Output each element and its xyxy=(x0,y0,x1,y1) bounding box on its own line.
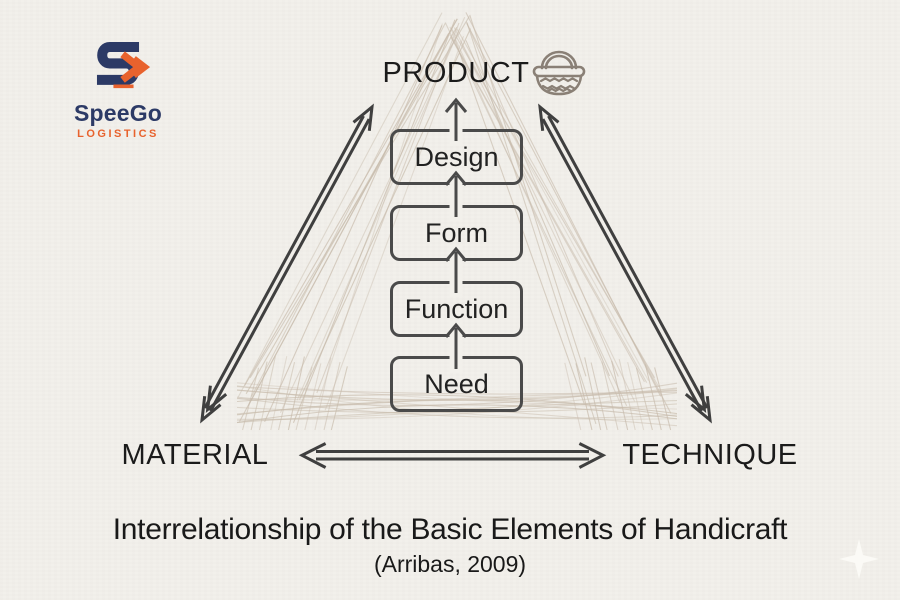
logo-name: SpeeGo xyxy=(73,100,163,126)
logo-tagline: LOGISTICS xyxy=(77,128,159,140)
form-box: Form xyxy=(390,205,523,261)
product-technique-arrow xyxy=(538,103,712,424)
logo-mark-icon xyxy=(96,41,150,89)
need-box-label: Need xyxy=(424,368,489,399)
function-box-label: Function xyxy=(404,293,509,324)
function-box: Function xyxy=(390,281,523,337)
caption: Interrelationship of the Basic Elements … xyxy=(0,513,900,578)
need-box: Need xyxy=(390,356,523,412)
logo: SpeeGo LOGISTICS xyxy=(57,38,179,140)
form-box-label: Form xyxy=(425,217,488,248)
material-label: MATERIAL xyxy=(121,439,269,471)
design-box: Design xyxy=(390,129,523,185)
design-box-label: Design xyxy=(414,141,499,172)
caption-title: Interrelationship of the Basic Elements … xyxy=(112,513,788,546)
basket-icon xyxy=(532,50,586,96)
technique-label: TECHNIQUE xyxy=(622,439,798,471)
material-product-arrow xyxy=(200,103,374,424)
material-technique-arrow xyxy=(298,442,607,469)
caption-citation: (Arribas, 2009) xyxy=(373,551,527,577)
